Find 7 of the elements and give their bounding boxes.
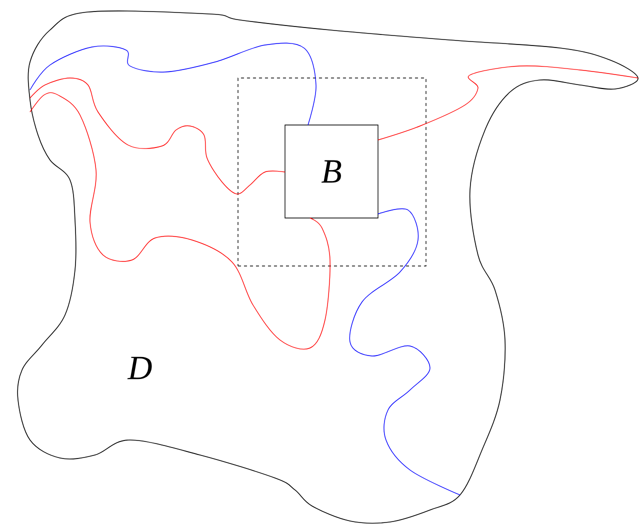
curve	[349, 208, 460, 496]
square-box: B	[284, 124, 378, 218]
curve	[30, 78, 286, 194]
curve	[30, 92, 330, 350]
curve	[30, 42, 316, 126]
dashed-box	[238, 78, 426, 266]
curve	[378, 66, 638, 140]
